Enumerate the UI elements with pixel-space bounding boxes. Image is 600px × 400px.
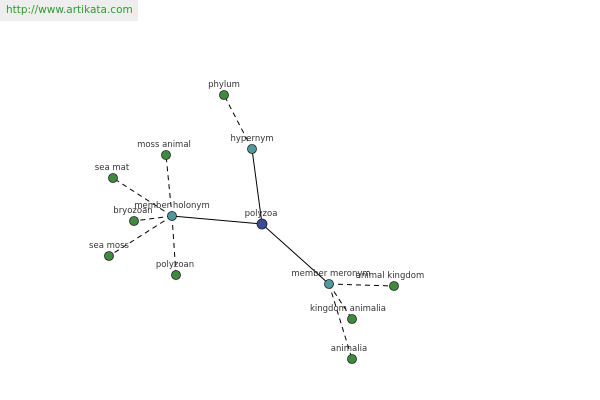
edge-member-meronym-animalia	[328, 283, 353, 360]
edge-polyzoa-member-meronym	[261, 223, 330, 285]
relation-node-dot[interactable]	[247, 144, 257, 154]
relation-node-label[interactable]: member meronym	[291, 269, 370, 279]
leaf-node-label[interactable]: kingdom animalia	[310, 304, 386, 314]
leaf-node-dot[interactable]	[129, 216, 139, 226]
relation-node-member-holonym[interactable]: member holonym	[134, 201, 210, 221]
edge-member-holonym-polyzoan	[171, 215, 177, 276]
edge-member-holonym-moss-animal	[165, 154, 173, 217]
leaf-node-dot[interactable]	[171, 270, 181, 280]
graph-edges	[108, 94, 395, 360]
relation-node-dot[interactable]	[324, 279, 334, 289]
leaf-node-sea-mat[interactable]: sea mat	[95, 163, 130, 183]
leaf-node-sea-moss[interactable]: sea moss	[89, 241, 130, 261]
leaf-node-label[interactable]: phylum	[208, 80, 240, 90]
edge-member-holonym-sea-moss	[108, 215, 173, 257]
leaf-node-dot[interactable]	[347, 354, 357, 364]
leaf-node-kingdom-animalia[interactable]: kingdom animalia	[310, 304, 386, 324]
leaf-node-label[interactable]: bryozoan	[113, 206, 152, 216]
source-url-banner[interactable]: http://www.artikata.com	[0, 0, 138, 21]
edge-member-meronym-kingdom-animalia	[328, 283, 353, 320]
node-center[interactable]: polyzoa	[245, 209, 278, 230]
relation-node-label[interactable]: hypernym	[230, 134, 273, 144]
edge-hypernym-phylum	[223, 94, 253, 150]
relation-node-hypernym[interactable]: hypernym	[230, 134, 274, 154]
center-node-dot[interactable]	[256, 218, 268, 230]
leaf-node-moss-animal[interactable]: moss animal	[137, 140, 191, 160]
graph-nodes: polyzoa hypernym phylum member holonym m…	[89, 80, 424, 364]
leaf-node-dot[interactable]	[108, 173, 118, 183]
edge-member-meronym-animal-kingdom	[328, 283, 395, 287]
leaf-node-label[interactable]: sea moss	[89, 241, 129, 251]
leaf-node-phylum[interactable]: phylum	[208, 80, 240, 100]
relation-node-member-meronym[interactable]: member meronym	[291, 269, 371, 289]
edge-polyzoa-member-holonym	[171, 215, 263, 225]
leaf-node-dot[interactable]	[104, 251, 114, 261]
relation-node-dot[interactable]	[167, 211, 177, 221]
center-node-label[interactable]: polyzoa	[245, 209, 278, 219]
leaf-node-dot[interactable]	[219, 90, 229, 100]
leaf-node-label[interactable]: sea mat	[95, 163, 130, 173]
leaf-node-dot[interactable]	[161, 150, 171, 160]
leaf-node-dot[interactable]	[347, 314, 357, 324]
edge-member-holonym-sea-mat	[112, 177, 173, 217]
edge-member-holonym-bryozoan	[133, 215, 173, 222]
leaf-node-dot[interactable]	[389, 281, 399, 291]
leaf-node-label[interactable]: animal kingdom	[356, 271, 424, 281]
leaf-node-label[interactable]: polyzoan	[156, 260, 194, 270]
leaf-node-bryozoan[interactable]: bryozoan	[113, 206, 153, 226]
leaf-node-label[interactable]: animalia	[331, 344, 367, 354]
leaf-node-animalia[interactable]: animalia	[331, 344, 367, 364]
leaf-node-animal-kingdom[interactable]: animal kingdom	[356, 271, 424, 291]
edge-polyzoa-hypernym	[251, 148, 263, 225]
relation-node-label[interactable]: member holonym	[134, 201, 209, 211]
leaf-node-label[interactable]: moss animal	[137, 140, 191, 150]
leaf-node-polyzoan[interactable]: polyzoan	[156, 260, 194, 280]
